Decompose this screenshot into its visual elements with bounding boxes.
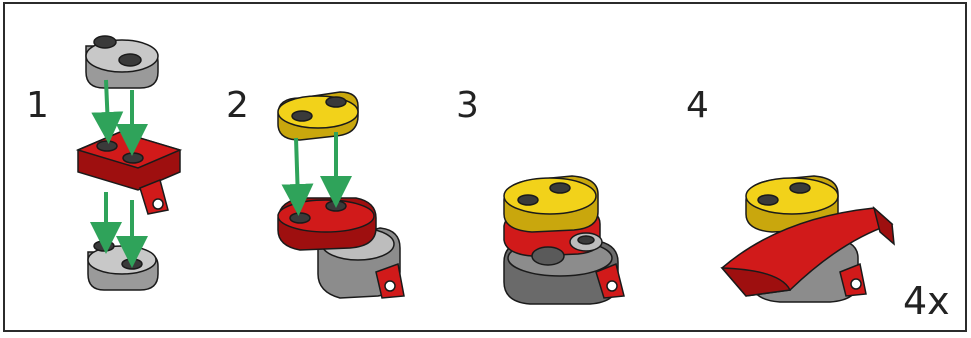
arrow-down-icon [281,137,314,216]
yellow-top-plate-4 [745,175,839,233]
step-number-3: 3 [456,85,479,126]
red-curved-slope [720,205,895,297]
gray-plate-bottom [87,240,159,291]
step-4-illustration [720,175,895,303]
gray-plate-top [85,35,159,89]
step-number-1: 1 [26,85,49,126]
step-2-arrows [281,132,352,216]
gray-studs-front [531,232,603,266]
step-1-arrows [90,79,148,268]
yellow-plate [277,91,359,141]
step-number-2: 2 [226,85,249,126]
step-1-illustration [75,35,183,291]
quantity-multiplier: 4x [903,279,950,323]
red-plate-clip [75,131,183,215]
red-round-plate [277,197,377,251]
yellow-top-plate [503,175,599,233]
step-3-illustration [503,175,625,305]
arrow-down-icon [91,79,124,144]
step-number-4: 4 [686,85,709,126]
